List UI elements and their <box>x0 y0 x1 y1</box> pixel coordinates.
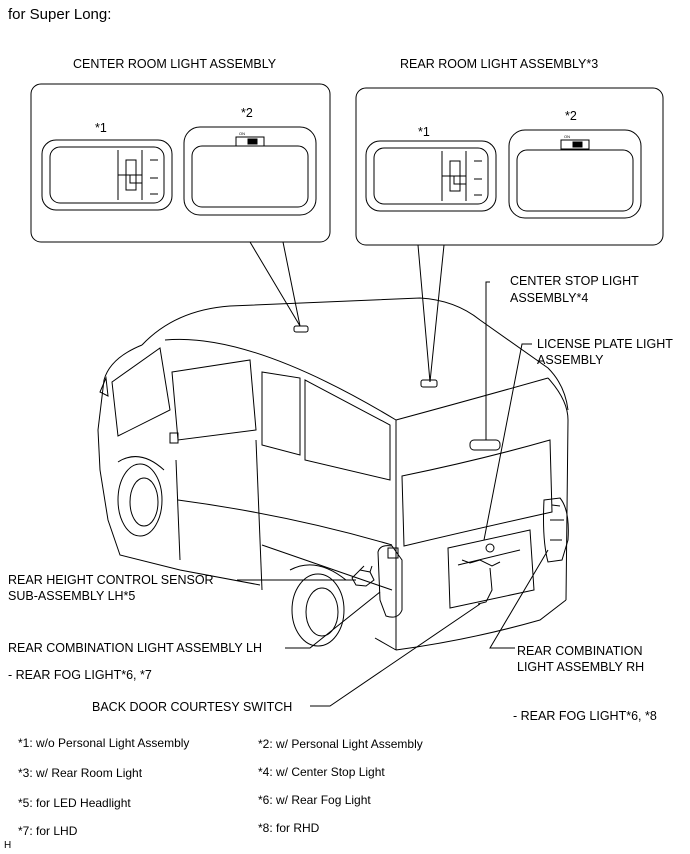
footnote-3: *3: w/ Rear Room Light <box>18 766 143 780</box>
footnote-6: *6: w/ Rear Fog Light <box>258 793 371 807</box>
rear-comb-lh-label: REAR COMBINATION LIGHT ASSEMBLY LH <box>8 641 262 655</box>
corner-mark: H <box>4 840 12 851</box>
rear-variant1-marker: *1 <box>418 125 430 139</box>
footnote-5: *5: for LED Headlight <box>18 796 131 810</box>
rear-variant2-marker: *2 <box>565 109 577 123</box>
center-room-callout <box>249 241 301 327</box>
rear-room-callout <box>417 244 445 383</box>
center-variant1-marker: *1 <box>95 121 107 135</box>
back-door-switch-label: BACK DOOR COURTESY SWITCH <box>92 700 293 714</box>
license-plate-label-line2: ASSEMBLY <box>537 353 604 367</box>
center-stop-label-line1: CENTER STOP LIGHT <box>510 274 639 288</box>
rear-fog-rh-label: - REAR FOG LIGHT*6, *8 <box>513 709 657 723</box>
footnote-2: *2: w/ Personal Light Assembly <box>258 737 423 751</box>
rear-comb-lh-leader <box>285 591 381 649</box>
rear-room-light-panel <box>355 87 664 246</box>
license-plate-leader <box>483 343 532 541</box>
center-variant2-marker: *2 <box>241 106 253 120</box>
footnote-1: *1: w/o Personal Light Assembly <box>18 736 190 750</box>
center-room-light-title: CENTER ROOM LIGHT ASSEMBLY <box>73 57 277 71</box>
rear-height-label-line2: SUB-ASSEMBLY LH*5 <box>8 589 136 603</box>
center-stop-label-line2: ASSEMBLY*4 <box>510 291 589 305</box>
rear-comb-rh-label-line2: LIGHT ASSEMBLY RH <box>517 660 645 674</box>
rear-light-variant1-drawing <box>365 140 497 212</box>
rear-light-variant2-drawing <box>508 129 642 219</box>
rear-comb-rh-leader <box>489 549 549 649</box>
center-light-variant2-drawing <box>183 126 317 216</box>
footnote-8: *8: for RHD <box>258 821 320 835</box>
center-switch-label: ON <box>239 131 245 136</box>
license-plate-label-line1: LICENSE PLATE LIGHT <box>537 337 673 351</box>
rear-comb-rh-label-line1: REAR COMBINATION <box>517 644 643 658</box>
center-light-variant1-drawing <box>41 139 173 211</box>
rear-height-label-line1: REAR HEIGHT CONTROL SENSOR <box>8 573 214 587</box>
page-title: for Super Long: <box>8 6 112 23</box>
footnote-7: *7: for LHD <box>18 824 78 838</box>
center-stop-leader <box>485 281 490 440</box>
rear-room-light-title: REAR ROOM LIGHT ASSEMBLY*3 <box>400 57 599 71</box>
rear-fog-lh-label: - REAR FOG LIGHT*6, *7 <box>8 668 152 682</box>
footnote-4: *4: w/ Center Stop Light <box>258 765 385 779</box>
van-body <box>97 297 569 651</box>
back-door-leader <box>310 603 481 707</box>
rear-switch-label: ON <box>564 134 570 139</box>
center-room-light-panel <box>30 83 331 243</box>
